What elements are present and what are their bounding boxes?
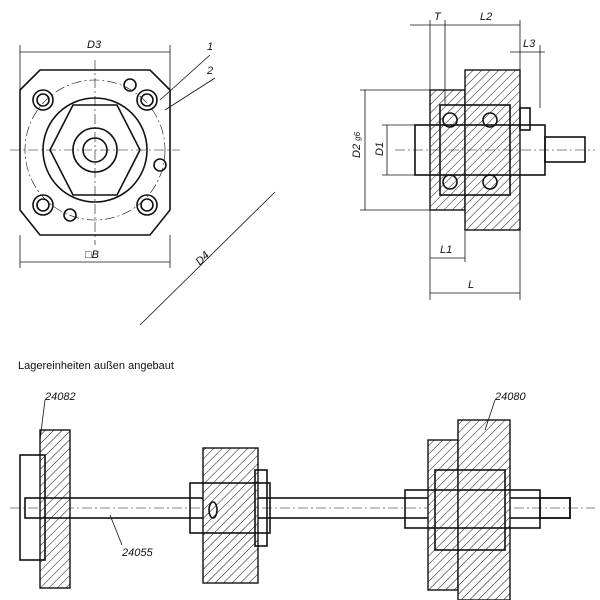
label-l1: L1 <box>440 244 452 256</box>
label-24080: 24080 <box>494 391 526 403</box>
label-d4: D4 <box>194 249 212 267</box>
label-l: L <box>468 279 474 291</box>
label-24055: 24055 <box>121 547 153 559</box>
label-t: T <box>434 11 442 23</box>
caption: Lagereinheiten außen angebaut <box>18 360 174 372</box>
label-l3: L3 <box>523 38 536 50</box>
assembly-view: 24082 24080 24055 <box>10 391 595 600</box>
label-d3: D3 <box>87 39 102 51</box>
label-d1: D1 <box>374 142 386 156</box>
front-view: D3 1 2 □B D4 <box>10 39 276 326</box>
label-d2: D2 g6 <box>351 131 363 158</box>
label-item-1: 1 <box>207 41 213 53</box>
label-24082: 24082 <box>44 391 76 403</box>
label-l2: L2 <box>480 11 492 23</box>
side-view: T L2 L3 D2 g6 D1 L1 L <box>351 11 595 300</box>
label-item-2: 2 <box>206 65 213 77</box>
label-b: □B <box>85 249 99 261</box>
